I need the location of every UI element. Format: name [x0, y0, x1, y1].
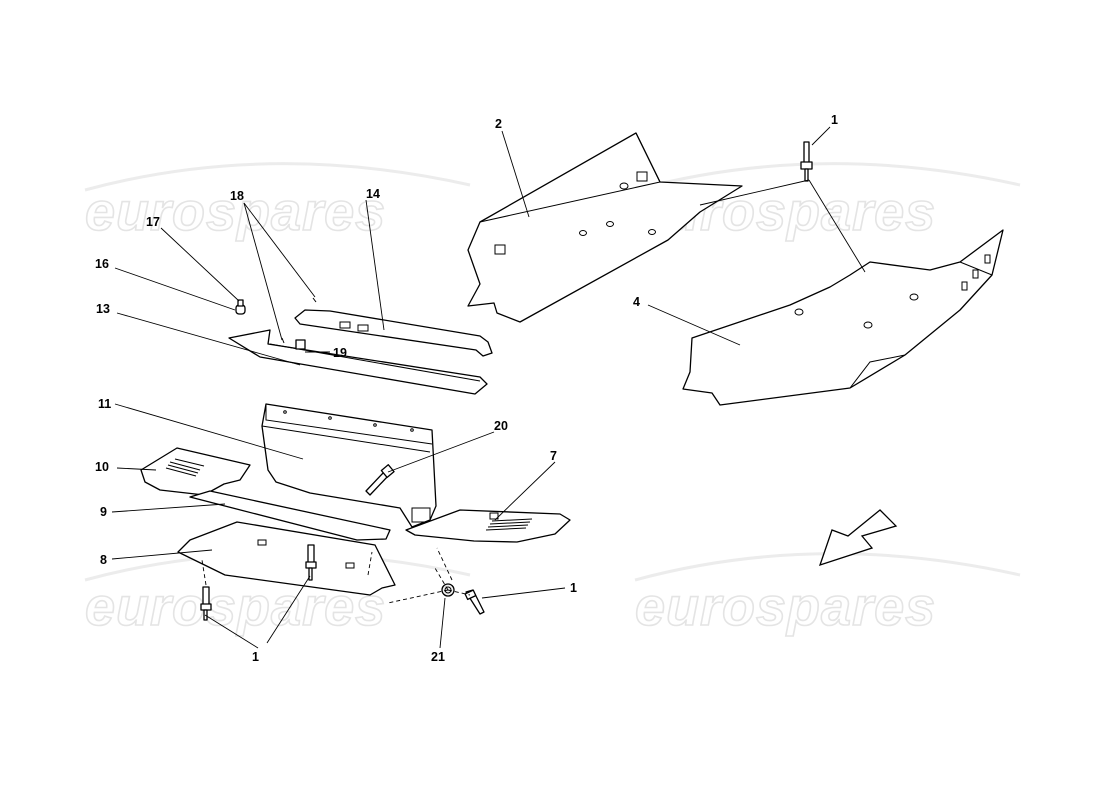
callout-1-top: 1 [831, 113, 838, 127]
part-2-panel [467, 132, 743, 323]
callout-9: 9 [100, 505, 107, 519]
part-14-trim [294, 309, 493, 357]
small-fasteners [235, 297, 317, 350]
leader-lines [111, 126, 866, 649]
callout-4: 4 [633, 295, 640, 309]
callout-17: 17 [146, 215, 160, 229]
callout-21: 21 [431, 650, 445, 664]
part-9-board [189, 490, 391, 541]
part-20-pin [365, 464, 395, 496]
callout-16: 16 [95, 257, 109, 271]
part-7-mat [405, 509, 571, 543]
callout-19: 19 [333, 346, 347, 360]
callout-18: 18 [230, 189, 244, 203]
watermark-bottom-right: eurospares [635, 577, 936, 637]
part-4-panel [682, 229, 1004, 406]
part-13-strip [228, 329, 488, 395]
front-direction-arrow-icon [818, 509, 898, 567]
callout-8: 8 [100, 553, 107, 567]
part-1-pin-top [800, 141, 813, 182]
callout-numbers: 1 2 4 7 8 9 10 11 13 14 16 17 18 19 20 2… [95, 113, 838, 664]
callout-14: 14 [366, 187, 380, 201]
part-8-panel [177, 521, 396, 596]
callout-13: 13 [96, 302, 110, 316]
callout-7: 7 [550, 449, 557, 463]
callout-1-bottom: 1 [252, 650, 259, 664]
part-11-bulkhead [261, 403, 437, 528]
callout-2: 2 [495, 117, 502, 131]
assembly-dash-lines [201, 547, 471, 604]
part-1-pins-bottom [200, 544, 485, 621]
callout-10: 10 [95, 460, 109, 474]
part-10-mat [140, 447, 251, 496]
callout-11: 11 [98, 397, 111, 411]
callout-20: 20 [494, 419, 508, 433]
callout-1-right: 1 [570, 581, 577, 595]
watermark-top-left: eurospares [85, 182, 386, 242]
